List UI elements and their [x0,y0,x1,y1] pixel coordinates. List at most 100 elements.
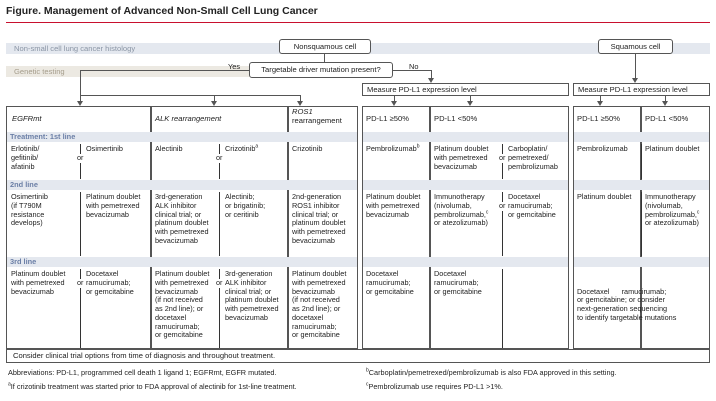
cell-line: with pemetrexed [86,200,140,210]
connector [600,96,601,101]
connector [80,70,81,95]
divider [641,144,642,179]
cell-line: (if not received [292,295,340,305]
yes-label: Yes [228,62,241,71]
divider [219,192,220,256]
column-sq-pdl1-high [573,106,641,349]
divider [502,269,503,348]
cell-line: Docetaxel [86,269,119,278]
header-sq-pdl1-high: PD-L1 ≥50% [577,114,621,123]
section-first-line: Treatment: 1st line [7,132,357,142]
cell-line-text: pembrolizumab, [645,209,697,219]
or-label: or [216,153,223,163]
cell-line: bevacizumab [155,286,198,296]
clinical-trial-note: Consider clinical trial options from tim… [6,349,710,363]
divider [80,269,81,348]
cell-line: Immunotherapy [645,192,696,201]
cell-line: or atezolizumab) [434,218,488,228]
footnote-marker: c [696,209,700,216]
cell-line: Erlotinib/ [11,144,40,153]
cell-line: or brigatinib; [225,200,266,210]
cell-line: Platinum doublet [366,192,421,201]
cell-line: clinical trial; or [292,209,339,219]
cell-line: pemetrexed/ [508,152,549,162]
cell-line: Carboplatin/ [508,144,548,153]
title-rule [6,22,710,23]
cell-line: ramucirumab; [86,277,131,287]
measure-pdl1-nonsquamous: Measure PD-L1 expression level [362,83,569,96]
l2-sq-hi: Platinum doublet [577,192,632,201]
connector [80,95,300,96]
cell-line: clinical trial; or [155,209,202,219]
or-label: or [499,201,506,211]
section-second-line-ns [363,180,568,190]
column-sq-pdl1-low [641,106,710,349]
l3-sq: Docetaxel ramucirumab;or gemcitabine; or… [577,270,676,340]
or-label: or [77,278,84,288]
footnote-a-text: If crizotinib treatment was started prio… [10,382,297,391]
cell-line: next-generation sequencing [577,304,668,313]
cell-line: platinum doublet [155,218,209,228]
cell-line: with pemetrexed [155,277,209,287]
cell-line: ramucirumab; [366,277,411,287]
nonsquamous-box: Nonsquamous cell [279,39,371,54]
cell-line: ramucirumab; [434,277,479,287]
header-ros1-line1: ROS1 [292,107,313,116]
squamous-box: Squamous cell [598,39,673,54]
connector [393,70,431,71]
header-egfr: EGFRmt [12,114,42,123]
or-label: or [499,153,506,163]
connector [470,96,471,101]
cell-line: develops) [11,218,43,228]
cell-line: as 2nd line); or [292,304,341,313]
cell-line: or gemcitabine; or consider [577,295,666,305]
cell-line: resistance [11,209,45,219]
cell-line: Platinum doublet [292,269,347,278]
l1-alk-b-text: Crizotinib [225,144,256,153]
cell-line: Alectinib; [225,192,255,201]
cell-line: with pemetrexed [434,152,488,162]
connector [80,95,81,101]
cell-line: with pemetrexed [11,277,65,287]
genetic-band [6,66,358,77]
footnote-b: bCarboplatin/pemetrexed/pembrolizumab is… [366,368,617,378]
cell-line: to identify targetable mutations [577,312,677,322]
connector [635,54,636,78]
arrow-down-icon [297,101,303,106]
header-alk: ALK rearrangement [155,114,221,123]
cell-line: bevacizumab [292,235,335,245]
genetic-label: Genetic testing [14,67,65,76]
cell-line: Platinum doublet [86,192,141,201]
arrow-down-icon [391,101,397,106]
cell-line: gefitinib/ [11,152,39,162]
section-second-line-sq [574,180,709,190]
section-third-line-ns [363,257,568,267]
arrow-down-icon [428,78,434,83]
driver-mutation-box: Targetable driver mutation present? [249,62,393,78]
cell-line: or gemcitabine [86,286,134,296]
cell-line: 3rd-generation [155,192,203,201]
cell-line: ALK inhibitor [225,277,267,287]
footnote-b-text: Carboplatin/pemetrexed/pembrolizumab is … [368,368,617,377]
cell-line: Platinum doublet [434,144,489,153]
abbreviations-note: Abbreviations: PD-L1, programmed cell de… [8,368,277,377]
divider [502,192,503,256]
cell-line: with pemetrexed [292,277,346,287]
arrow-down-icon [597,101,603,106]
or-label: or [77,153,84,163]
cell-line: bevacizumab [225,312,268,322]
cell-line: bevacizumab [155,235,198,245]
column-egfr [6,106,151,349]
footnote-marker: c [485,209,489,216]
cell-line: ramucirumab; [155,321,200,331]
divider [80,192,81,256]
